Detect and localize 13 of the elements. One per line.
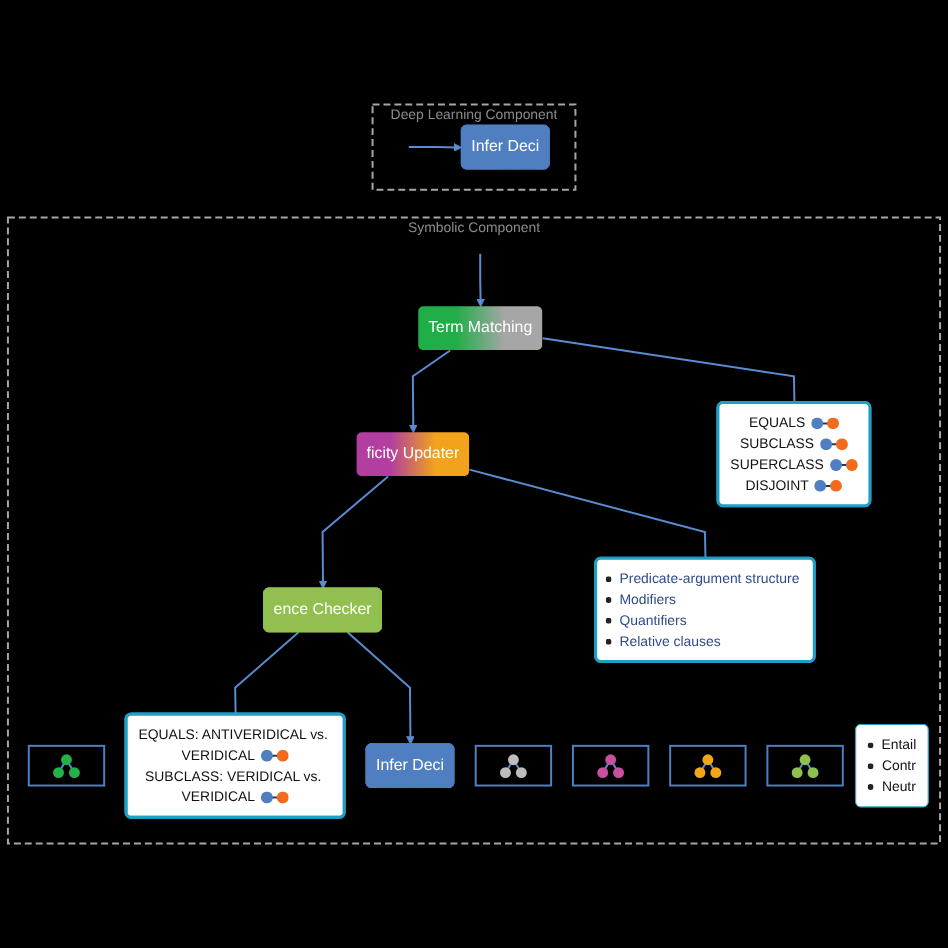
arrow <box>346 631 415 745</box>
arrow <box>318 475 390 589</box>
arrow <box>407 143 463 152</box>
node-picture <box>571 744 650 787</box>
node-picture <box>766 744 844 787</box>
arrow <box>476 252 485 308</box>
connector <box>468 468 707 560</box>
connector <box>234 631 300 716</box>
arrow <box>408 349 452 434</box>
connector <box>541 337 796 405</box>
node-picture <box>27 744 106 787</box>
node-picture <box>474 744 553 787</box>
node-picture <box>669 744 747 787</box>
